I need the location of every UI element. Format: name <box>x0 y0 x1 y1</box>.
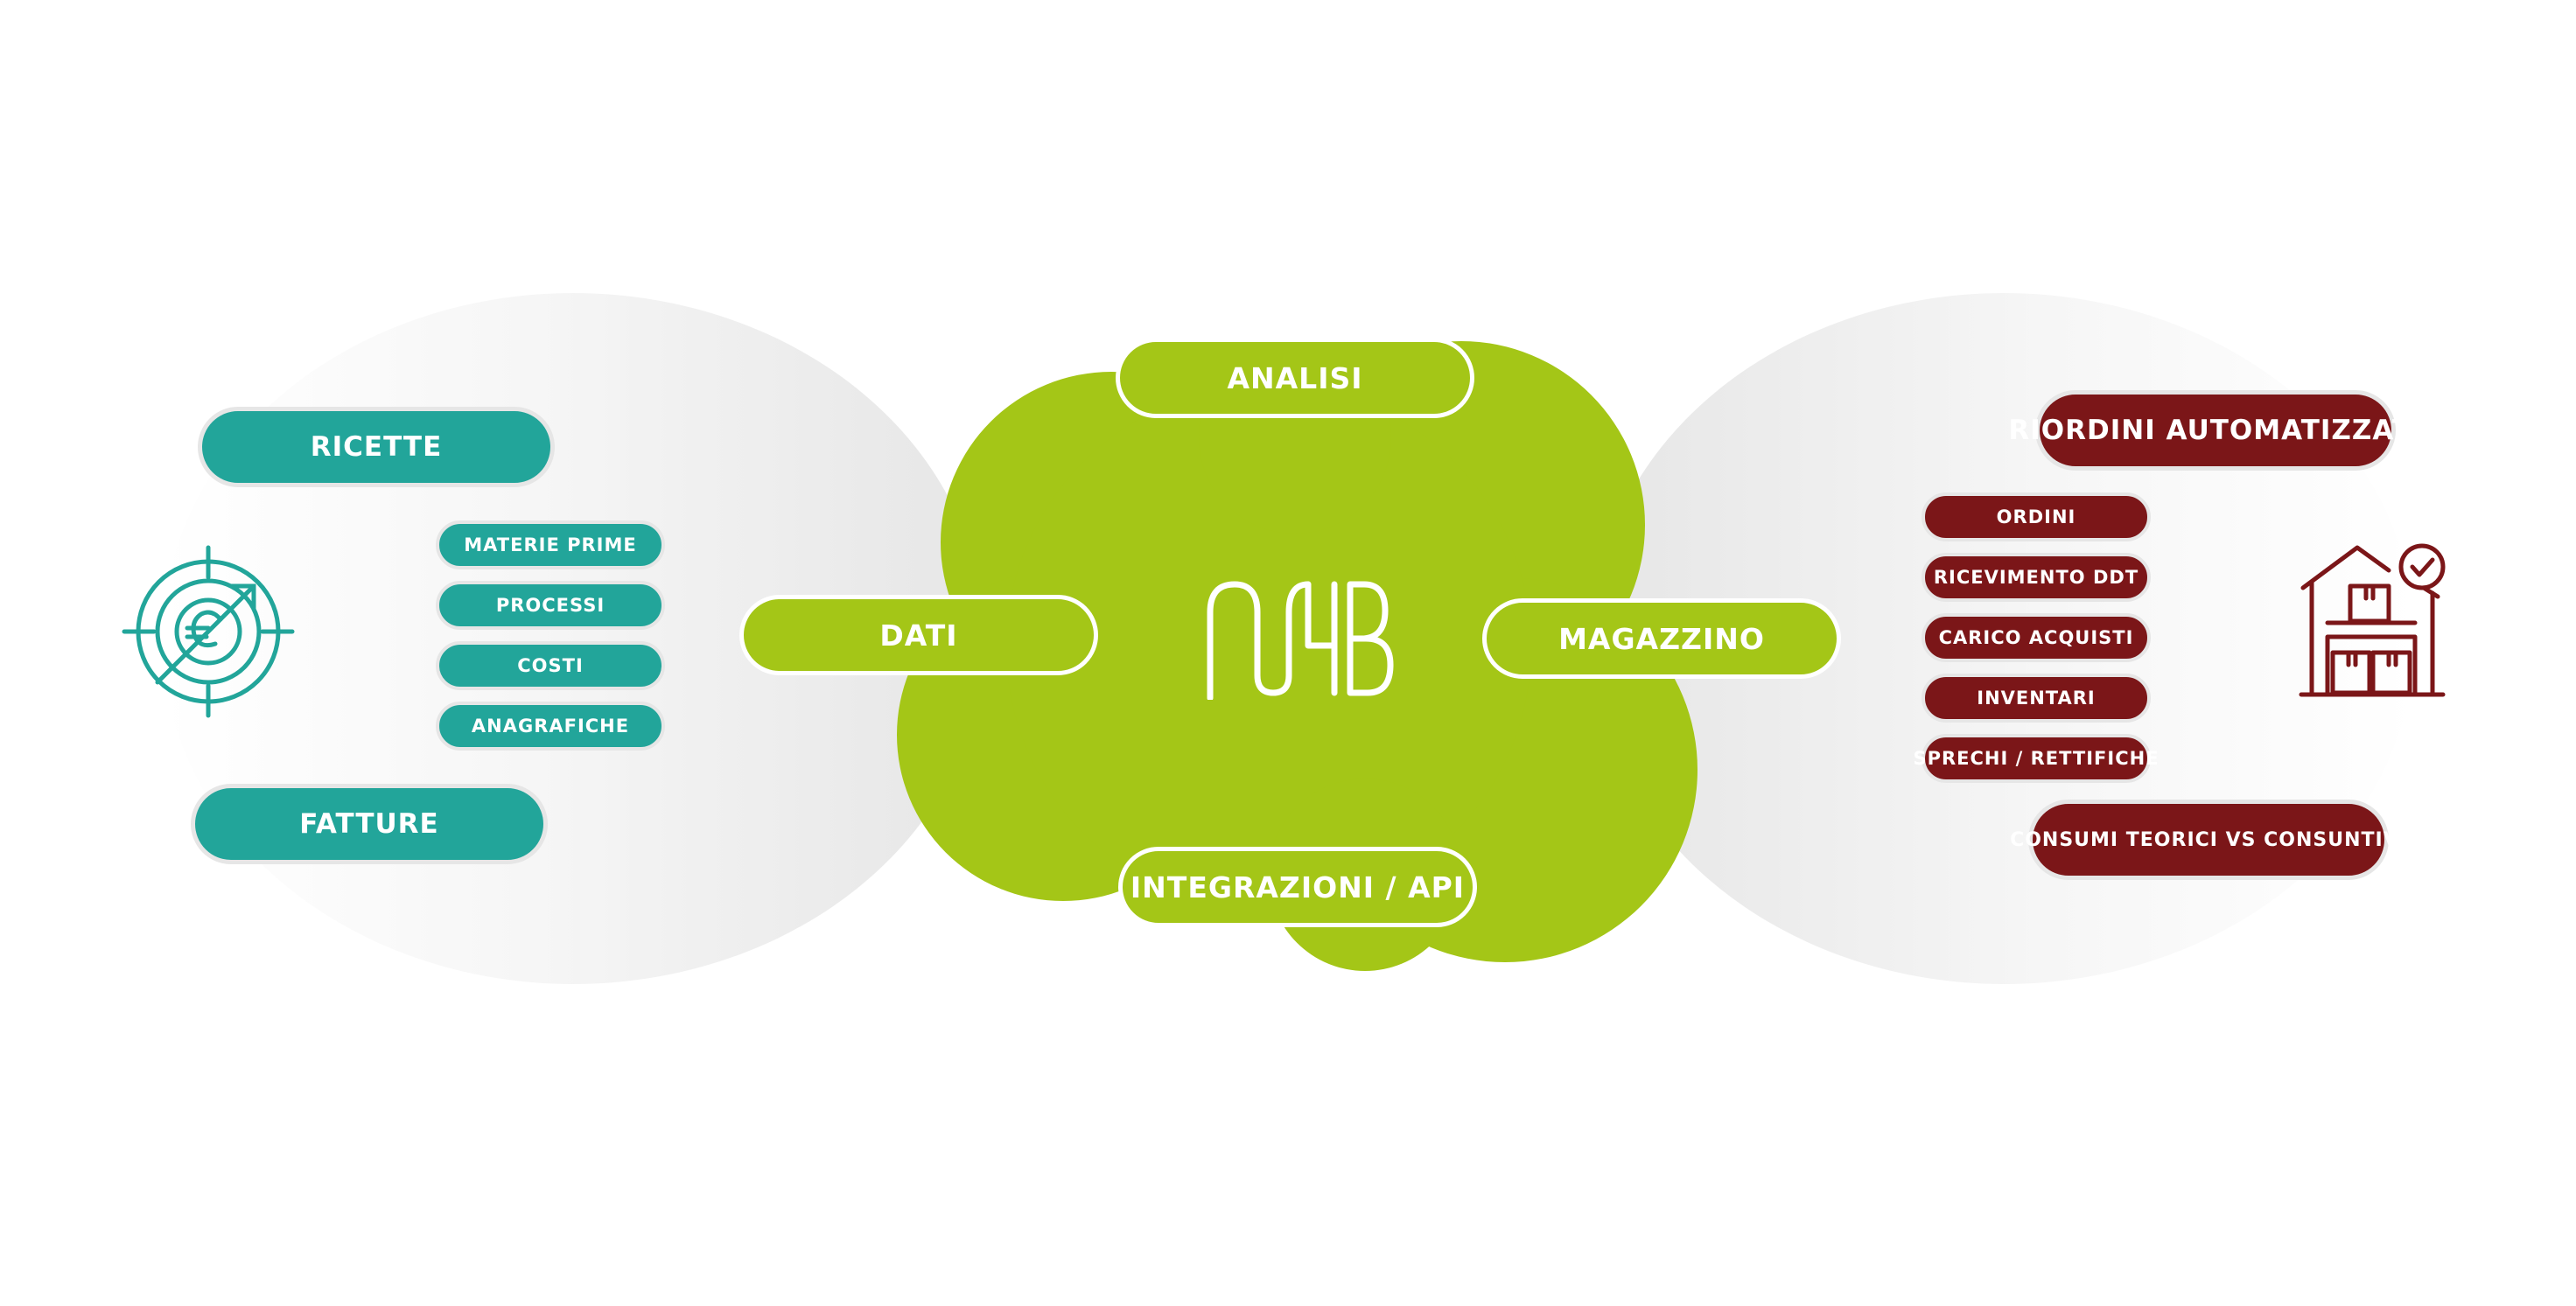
pill-carico-acquisti-label: CARICO ACQUISTI <box>1938 627 2134 648</box>
pill-ricevimento-ddt-label: RICEVIMENTO DDT <box>1933 567 2139 588</box>
pill-fatture: FATTURE <box>191 784 548 864</box>
pill-analisi-label: ANALISI <box>1227 360 1363 395</box>
mb-logo-icon <box>1207 581 1394 700</box>
pill-sprechi-rettifiche-label: SPRECHI / RETTIFICHE <box>1913 748 2160 769</box>
pill-carico-acquisti: CARICO ACQUISTI <box>1922 613 2151 662</box>
pill-anagrafiche-label: ANAGRAFICHE <box>471 716 630 737</box>
pill-costi: COSTI <box>436 641 665 690</box>
pill-anagrafiche: ANAGRAFICHE <box>436 702 665 751</box>
pill-dati: DATI <box>739 595 1098 675</box>
pill-consumi-teorici: CONSUMI TEORICI VS CONSUNTIVI <box>2010 800 2406 880</box>
pill-consumi-teorici-label: CONSUMI TEORICI VS CONSUNTIVI <box>2010 828 2407 851</box>
pill-ordini-label: ORDINI <box>1996 506 2076 527</box>
pill-magazzino: MAGAZZINO <box>1482 598 1841 679</box>
pill-inventari: INVENTARI <box>1922 674 2151 723</box>
pill-integrazioni-api: INTEGRAZIONI / API <box>1118 847 1477 927</box>
pill-sprechi-rettifiche: SPRECHI / RETTIFICHE <box>1913 734 2159 783</box>
pill-magazzino-label: MAGAZZINO <box>1558 621 1765 656</box>
pill-riordini-label: RIORDINI AUTOMATIZZATI <box>2008 415 2423 446</box>
pill-ricette: RICETTE <box>198 407 555 487</box>
euro-target-icon <box>122 545 295 718</box>
pill-integrazioni-label: INTEGRAZIONI / API <box>1130 870 1466 904</box>
pill-ricette-label: RICETTE <box>310 431 443 463</box>
pill-dati-label: DATI <box>879 618 958 653</box>
pill-materie-prime-label: MATERIE PRIME <box>464 534 637 555</box>
pill-materie-prime: MATERIE PRIME <box>436 520 665 569</box>
pill-costi-label: COSTI <box>517 655 584 676</box>
pill-fatture-label: FATTURE <box>299 808 439 840</box>
pill-riordini-automatizzati: RIORDINI AUTOMATIZZATI <box>2008 390 2422 471</box>
pill-ordini: ORDINI <box>1922 492 2151 541</box>
warehouse-check-icon <box>2299 543 2446 697</box>
pill-ricevimento-ddt: RICEVIMENTO DDT <box>1922 553 2151 602</box>
pill-inventari-label: INVENTARI <box>1977 688 2096 709</box>
pill-processi: PROCESSI <box>436 581 665 630</box>
pill-analisi: ANALISI <box>1116 338 1474 418</box>
pill-processi-label: PROCESSI <box>495 595 606 616</box>
